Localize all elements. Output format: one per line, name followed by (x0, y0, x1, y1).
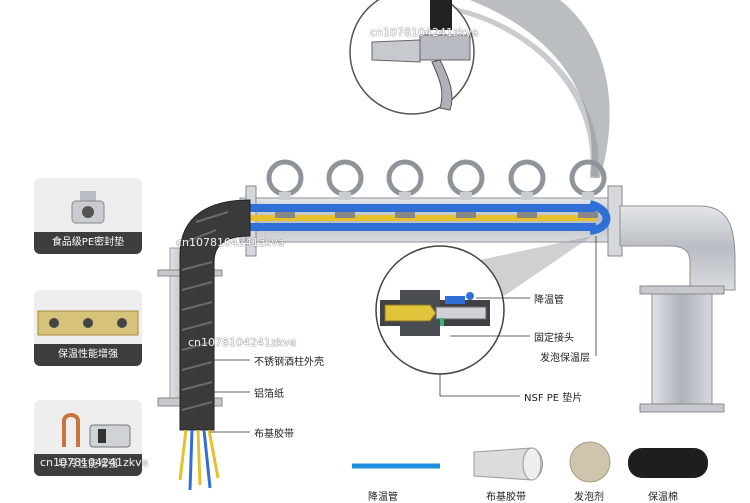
watermark: cn1078104241zkva (188, 336, 297, 349)
material-label: 发泡剂 (574, 492, 604, 503)
callout-cooling-tube: 降温管 (534, 295, 564, 306)
side-card-label: 食品级PE密封垫 (34, 232, 142, 254)
watermark: cn1078104241zkva (40, 456, 149, 469)
tap-rings (266, 159, 607, 200)
watermark: cn1078104241zkva (370, 26, 479, 39)
faucet-zoom-circle (349, 0, 475, 115)
foam-disc-icon (569, 441, 611, 483)
side-card-seal: 食品级PE密封垫 (34, 178, 142, 254)
callout-fitting: 固定接头 (534, 333, 574, 344)
copper-coil-icon (62, 413, 131, 448)
seal-gasket-icon (71, 191, 105, 224)
callout-tape: 布基胶带 (254, 429, 294, 440)
insulation-pipe-icon (628, 448, 708, 478)
side-card-insulation: 保温性能增强 (34, 290, 142, 366)
side-card-cooling: 导冷性能增强 (34, 400, 142, 476)
callout-foil: 铝箔纸 (254, 389, 284, 400)
callout-nsf-pad: NSF PE 垫片 (524, 393, 583, 404)
side-card-label: 保温性能增强 (34, 344, 142, 366)
tape-roll-icon (473, 447, 543, 481)
material-label: 布基胶带 (486, 492, 526, 503)
callout-foam-layer: 发泡保温层 (540, 353, 590, 364)
material-label: 保温棉 (648, 492, 678, 503)
cooling-lines (250, 200, 611, 235)
insulated-tube-icon (37, 310, 139, 336)
material-label: 降温管 (368, 492, 398, 503)
side-card-label: 导冷性能增强 (34, 454, 142, 476)
callout-shell: 不锈钢酒柱外壳 (254, 357, 324, 368)
watermark: cn1078104241zkva (176, 236, 285, 249)
fitting-zoom-circle (375, 236, 592, 375)
